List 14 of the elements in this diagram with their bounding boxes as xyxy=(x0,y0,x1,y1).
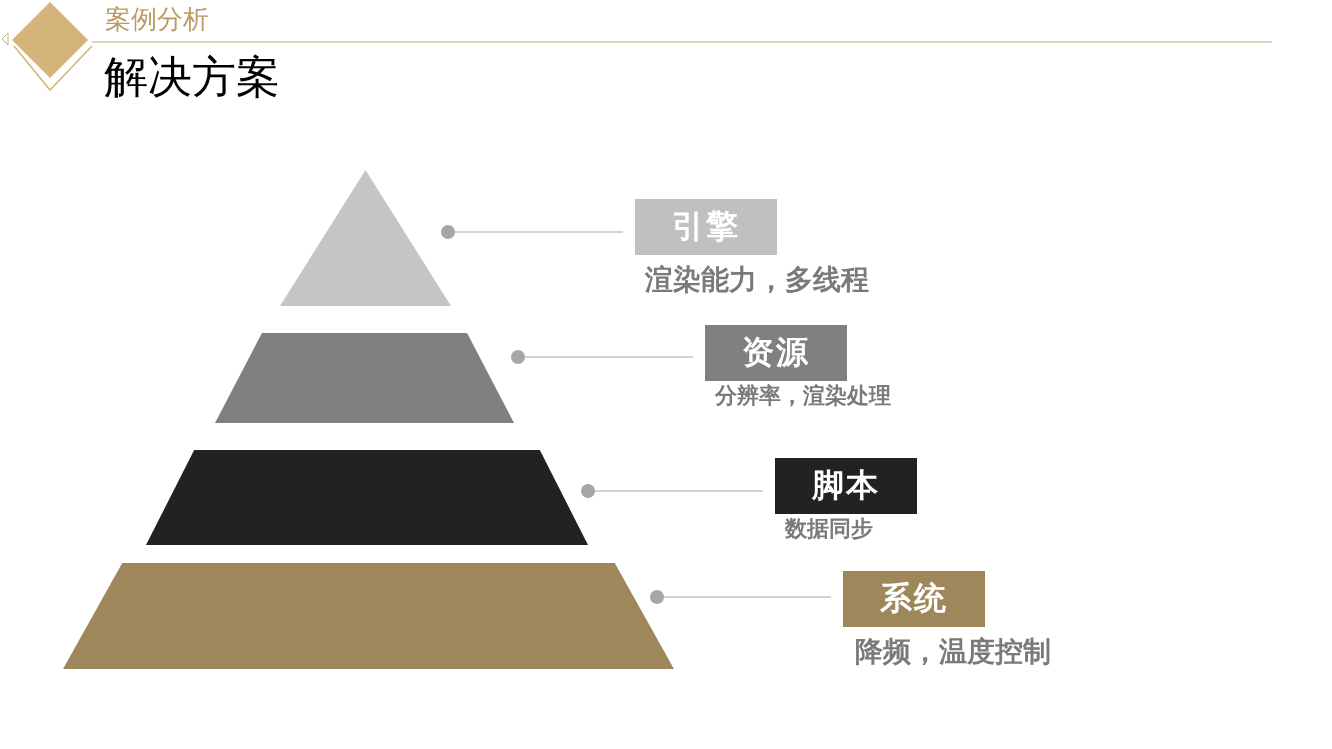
tier-label: 引擎 xyxy=(635,199,777,255)
tier-label: 系统 xyxy=(843,571,985,627)
page-title: 解决方案 xyxy=(104,50,280,104)
tier-description: 数据同步 xyxy=(785,515,873,543)
leader-line xyxy=(650,590,832,604)
tier-description: 降频，温度控制 xyxy=(855,634,1051,670)
tier-label: 资源 xyxy=(705,325,847,381)
leader-line xyxy=(441,225,624,239)
leader-line xyxy=(511,350,694,364)
tier-description: 渲染能力，多线程 xyxy=(645,262,869,298)
tier-label: 脚本 xyxy=(775,458,917,514)
section-heading: 案例分析 xyxy=(105,3,209,36)
tier-description: 分辨率，渲染处理 xyxy=(715,382,891,410)
leader-line xyxy=(581,484,764,498)
